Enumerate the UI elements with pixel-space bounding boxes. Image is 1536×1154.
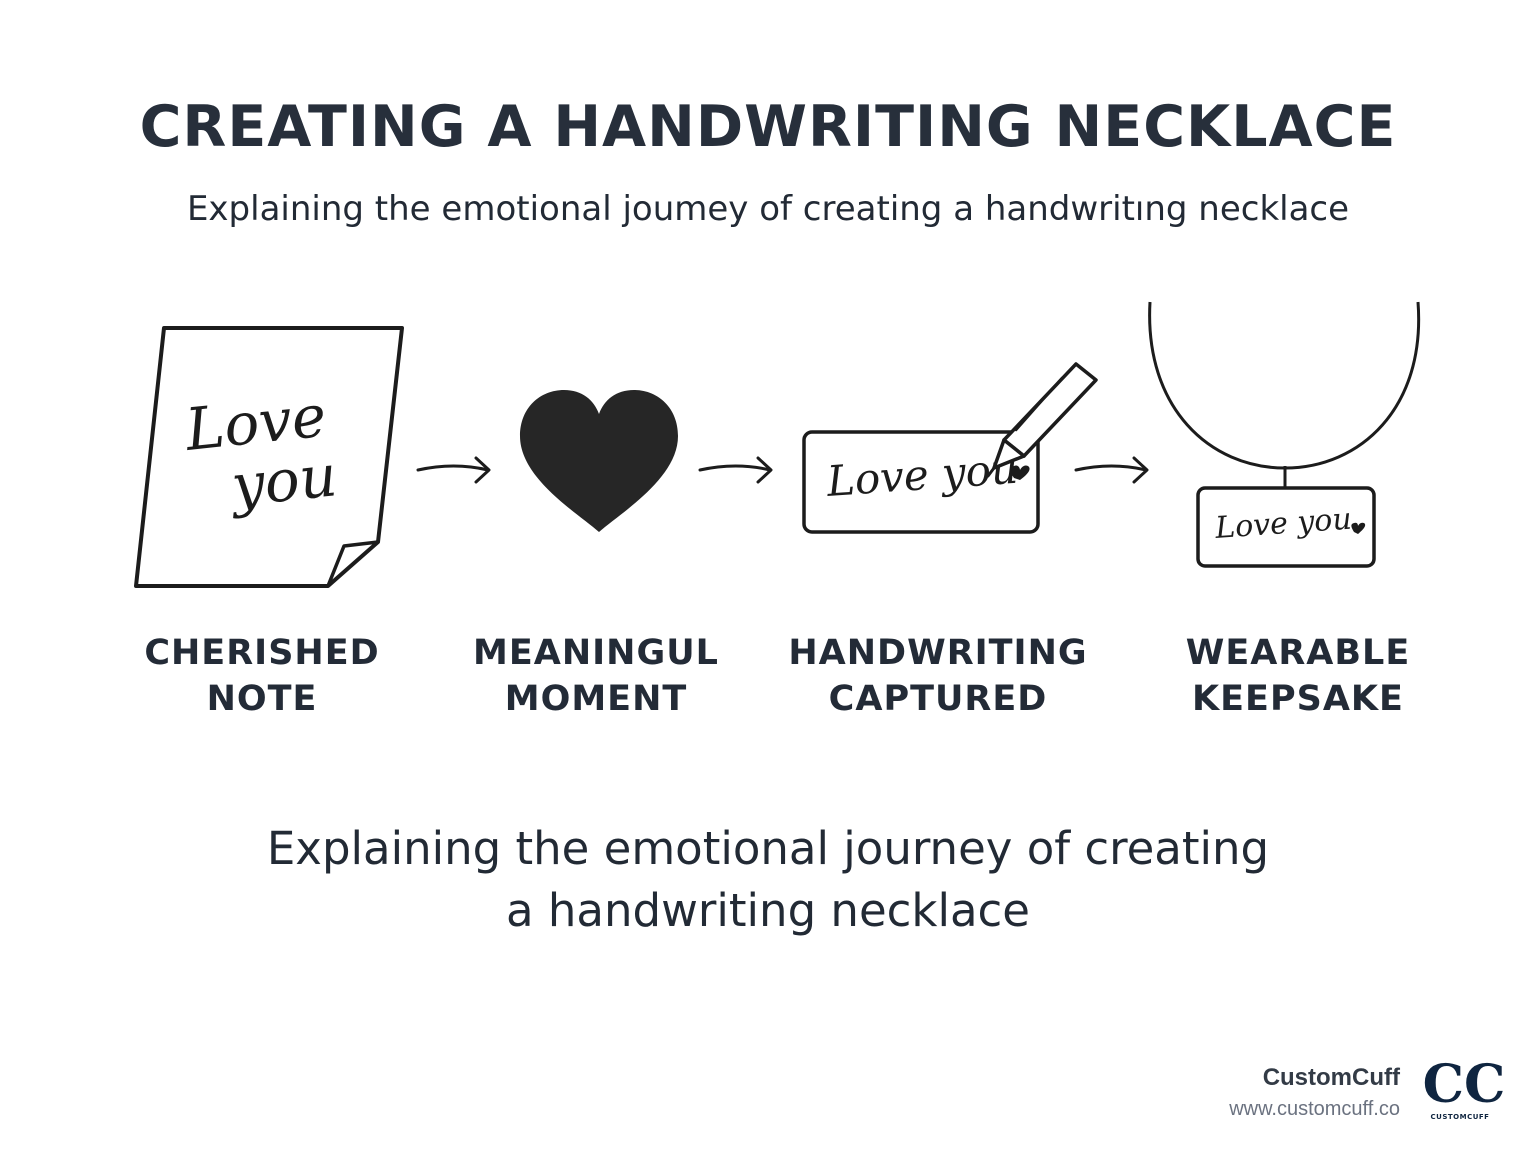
step-label-cherished-note: CHERISHED NOTE — [144, 633, 380, 719]
step-label-wearable-keepsake: WEARABLE KEEPSAKE — [1185, 633, 1411, 719]
heart-icon — [520, 390, 678, 532]
page-title: CREATING A HANDWRITING NECKLACE — [139, 94, 1397, 160]
step-label-meaningful-moment: MEANINGUL MOMENT — [473, 633, 719, 719]
logo-subtext: CUSTOMCUFF — [1431, 1113, 1490, 1121]
arrow-right-icon — [1074, 456, 1149, 484]
step-label-handwriting-captured: HANDWRITING CAPTURED — [788, 633, 1088, 719]
pendant-handwriting: Love you — [1213, 502, 1353, 547]
note-icon: Love you — [134, 326, 404, 588]
pen-icon — [986, 362, 1098, 478]
page-subtitle: Explaining the emotional joumey of creat… — [186, 189, 1350, 229]
arrow-right-icon — [698, 456, 773, 484]
note-handwriting-line2: you — [225, 441, 340, 520]
brand-url: www.customcuff.co — [1229, 1098, 1400, 1120]
engraving-pen-icon: Love you — [802, 362, 1098, 534]
note-handwriting-line1: Love — [181, 382, 329, 464]
brand-name: CustomCuff — [1262, 1064, 1400, 1091]
logo-letters: CC — [1423, 1056, 1506, 1115]
brand-block: CustomCuff www.customcuff.co — [1229, 1062, 1400, 1124]
brand-logo: CC CUSTOMCUFF — [1423, 1056, 1506, 1121]
arrow-right-icon — [416, 456, 491, 484]
footer-description: Explaining the emotional journey of crea… — [266, 822, 1270, 937]
necklace-icon: Love you — [1148, 301, 1421, 568]
